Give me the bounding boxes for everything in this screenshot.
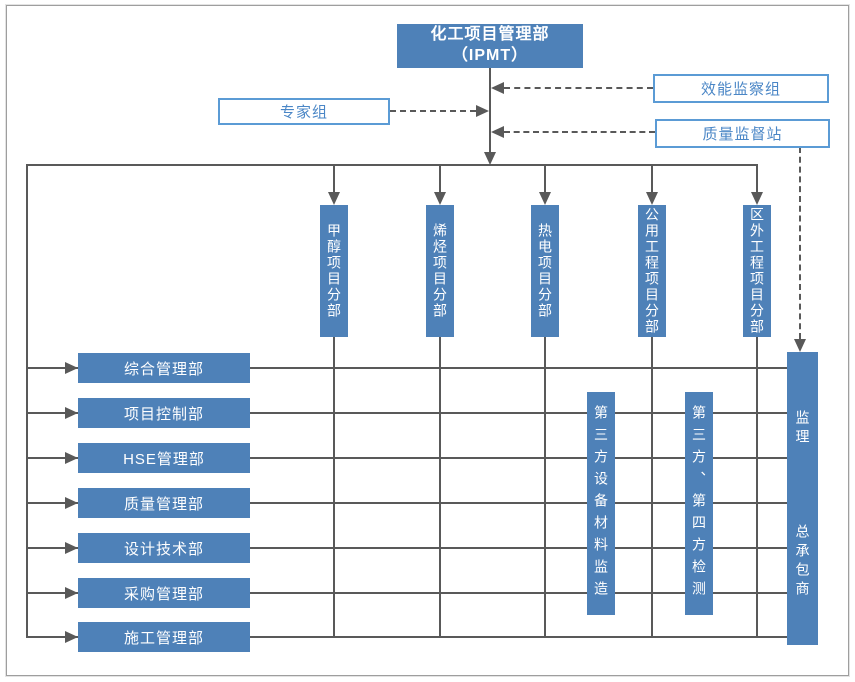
- dept-box-hse: HSE管理部: [78, 443, 250, 473]
- dashed-connector: [504, 87, 653, 89]
- dept-label: HSE管理部: [123, 450, 205, 468]
- connector-line: [27, 367, 787, 369]
- division-label: 热电项目分部: [537, 223, 553, 319]
- division-label: 区外工程项目分部: [749, 207, 765, 335]
- connector-line: [27, 457, 787, 459]
- connector-line: [27, 502, 787, 504]
- expert-group-box: 专家组: [218, 98, 390, 125]
- division-box-utility-engineering: 公用工程项目分部: [638, 205, 666, 337]
- connector-line: [489, 67, 491, 154]
- arrow-down-icon: [794, 339, 806, 352]
- dept-box-general-admin: 综合管理部: [78, 353, 250, 383]
- connector-line: [756, 337, 758, 638]
- outer-frame: [6, 5, 849, 676]
- connector-line: [333, 165, 335, 195]
- division-box-methanol: 甲醇项目分部: [320, 205, 348, 337]
- dept-box-quality: 质量管理部: [78, 488, 250, 518]
- connector-line: [651, 337, 653, 638]
- arrow-right-icon: [65, 631, 78, 643]
- arrow-left-icon: [491, 82, 504, 94]
- third-fourth-party-testing-box: 第三方、第四方检测: [685, 392, 713, 615]
- connector-line: [544, 165, 546, 195]
- arrow-right-icon: [65, 407, 78, 419]
- arrow-down-icon: [646, 192, 658, 205]
- dashed-connector: [799, 147, 801, 339]
- dept-label: 项目控制部: [123, 405, 204, 423]
- third-party-label: 第三方设备材料监造: [593, 404, 609, 603]
- arrow-down-icon: [434, 192, 446, 205]
- arrow-right-icon: [65, 587, 78, 599]
- dept-label: 设计技术部: [123, 540, 204, 558]
- connector-line: [26, 164, 28, 638]
- connector-line: [651, 165, 653, 195]
- arrow-down-icon: [484, 152, 496, 165]
- efficiency-supervision-label: 效能监察组: [700, 81, 781, 98]
- dept-box-project-control: 项目控制部: [78, 398, 250, 428]
- arrow-down-icon: [539, 192, 551, 205]
- equipment-material-supervision-box: 第三方设备材料监造: [587, 392, 615, 615]
- third-party-label: 第三方、第四方检测: [691, 404, 707, 603]
- root-title-line2: （IPMT）: [451, 47, 529, 64]
- arrow-left-icon: [491, 126, 504, 138]
- connector-line: [439, 165, 441, 195]
- general-contractor-label: 总承包商: [794, 524, 811, 600]
- dept-label: 施工管理部: [123, 629, 204, 647]
- connector-line: [27, 547, 787, 549]
- dept-box-design-tech: 设计技术部: [78, 533, 250, 563]
- arrow-right-icon: [65, 542, 78, 554]
- dept-box-construction: 施工管理部: [78, 622, 250, 652]
- quality-supervision-station-box: 质量监督站: [655, 119, 830, 148]
- supervision-label: 监理: [794, 410, 811, 448]
- division-box-external-engineering: 区外工程项目分部: [743, 205, 771, 337]
- arrow-right-icon: [476, 105, 489, 117]
- quality-supervision-station-label: 质量监督站: [702, 126, 783, 143]
- root-title-line1: 化工项目管理部: [430, 26, 550, 44]
- division-box-thermal-power: 热电项目分部: [531, 205, 559, 337]
- efficiency-supervision-box: 效能监察组: [653, 74, 829, 103]
- dept-label: 综合管理部: [123, 360, 204, 378]
- dept-label: 采购管理部: [123, 585, 204, 603]
- dashed-connector: [390, 110, 476, 112]
- connector-line: [333, 337, 335, 638]
- supervisor-contractor-box: 监理 总承包商: [787, 352, 818, 645]
- dept-label: 质量管理部: [123, 495, 204, 513]
- dept-box-procurement: 采购管理部: [78, 578, 250, 608]
- connector-line: [27, 592, 787, 594]
- connector-line: [27, 412, 787, 414]
- expert-group-label: 专家组: [279, 104, 328, 121]
- arrow-down-icon: [328, 192, 340, 205]
- division-label: 烯烃项目分部: [432, 223, 448, 319]
- arrow-down-icon: [751, 192, 763, 205]
- dashed-connector: [504, 131, 655, 133]
- arrow-right-icon: [65, 452, 78, 464]
- connector-line: [544, 337, 546, 638]
- connector-line: [27, 164, 758, 166]
- arrow-right-icon: [65, 497, 78, 509]
- division-label: 公用工程项目分部: [644, 207, 660, 335]
- arrow-right-icon: [65, 362, 78, 374]
- connector-line: [439, 337, 441, 638]
- root-box: 化工项目管理部 （IPMT）: [397, 24, 583, 68]
- connector-line: [756, 165, 758, 195]
- division-label: 甲醇项目分部: [326, 223, 342, 319]
- division-box-olefin: 烯烃项目分部: [426, 205, 454, 337]
- connector-line: [27, 636, 787, 638]
